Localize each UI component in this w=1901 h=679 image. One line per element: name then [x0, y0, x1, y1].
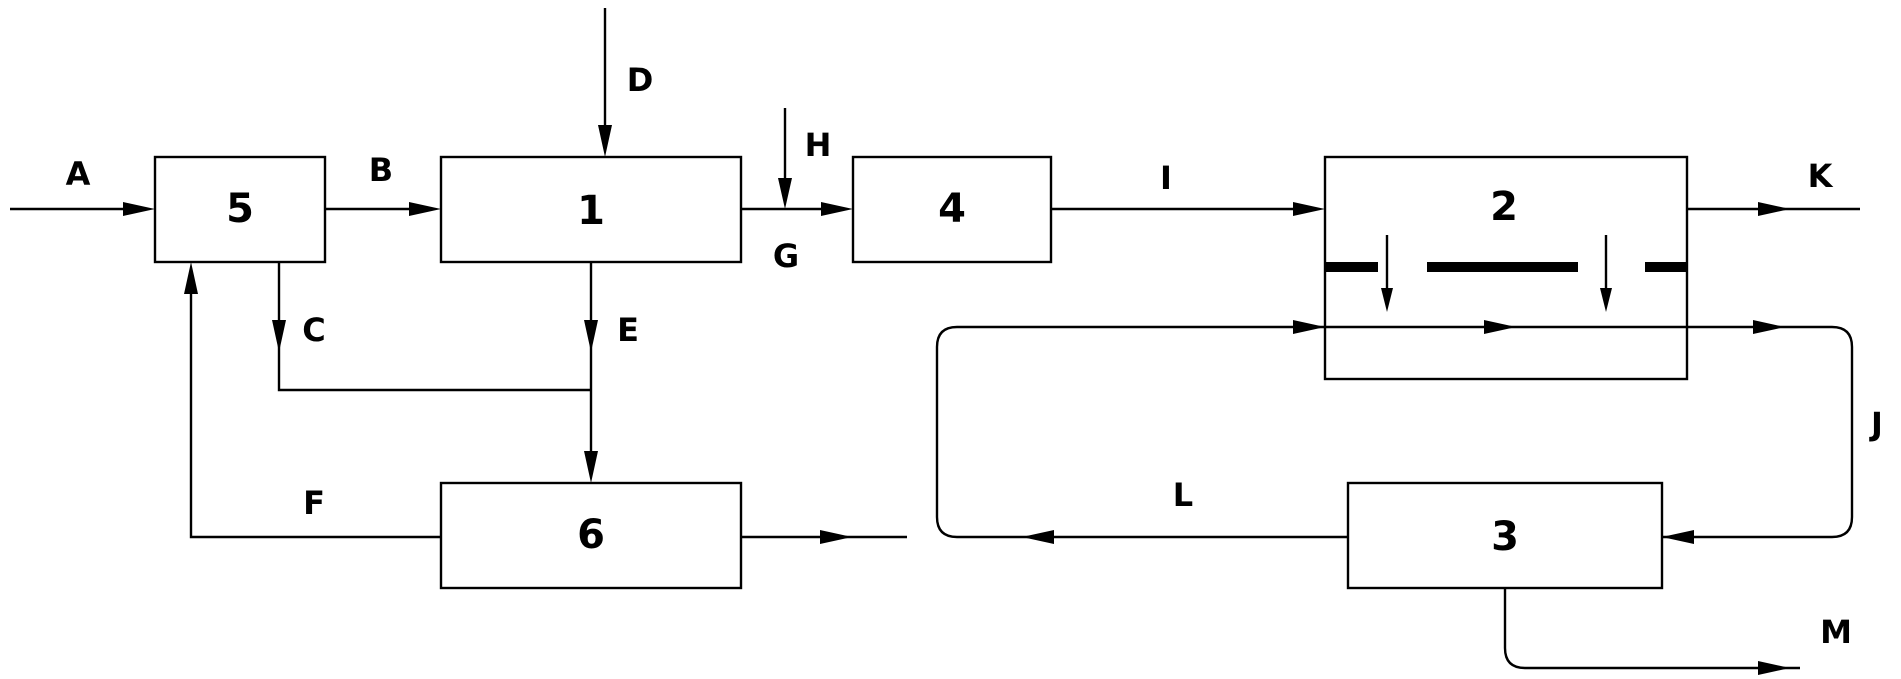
stream-b-arrowhead [409, 202, 441, 216]
loop-arrowhead-1 [1293, 320, 1325, 334]
label-k: K [1808, 157, 1834, 195]
stream-e-arrowhead [584, 320, 598, 352]
stream-h-arrowhead [778, 178, 792, 209]
stream-k-arrowhead [1758, 202, 1790, 216]
loop-arrowhead-3 [1753, 320, 1785, 334]
label-c: C [302, 311, 325, 349]
label-h: H [805, 126, 832, 164]
stream-to-6-arrowhead [584, 451, 598, 483]
stream-c-line [277, 262, 591, 392]
stream-f-arrowhead [184, 262, 198, 294]
permeate-drop-left-arrowhead [1381, 288, 1393, 312]
stream-c-arrowhead [272, 320, 286, 352]
label-b: B [369, 151, 393, 189]
label-m: M [1820, 613, 1852, 651]
label-f: F [303, 484, 325, 522]
unit-6-number: 6 [577, 512, 605, 558]
stream-m-arrowhead [1758, 661, 1790, 675]
stream-f-line [189, 282, 441, 539]
permeate-drop-right-arrowhead [1600, 288, 1612, 312]
stream-d-arrowhead [598, 125, 612, 157]
unit-4-number: 4 [938, 186, 966, 232]
unit-6-outlet-arrowhead [820, 530, 852, 544]
label-a: A [66, 155, 91, 193]
stream-a-arrowhead [123, 202, 155, 216]
stream-loop-path [935, 325, 1854, 539]
unit-1-number: 1 [577, 188, 605, 234]
unit-3-box [1346, 481, 1664, 590]
unit-1-box [439, 155, 743, 264]
unit-4-box [851, 155, 1053, 264]
label-d: D [627, 61, 654, 99]
label-i: I [1160, 159, 1172, 197]
unit-3-number: 3 [1491, 514, 1519, 560]
label-e: E [617, 311, 639, 349]
label-g: G [773, 237, 799, 275]
stream-m-line [1503, 588, 1800, 670]
unit-6-box [439, 481, 743, 590]
unit-5-box [153, 155, 327, 264]
stream-g-arrowhead [821, 202, 853, 216]
unit-5-number: 5 [226, 186, 254, 232]
loop-arrowhead-2 [1484, 320, 1516, 334]
stream-i-arrowhead [1293, 202, 1325, 216]
label-l: L [1173, 476, 1193, 514]
stream-j-arrowhead [1662, 530, 1694, 544]
unit-2-number: 2 [1490, 184, 1518, 230]
stream-l-arrowhead [1022, 530, 1054, 544]
label-j: J [1869, 405, 1883, 443]
